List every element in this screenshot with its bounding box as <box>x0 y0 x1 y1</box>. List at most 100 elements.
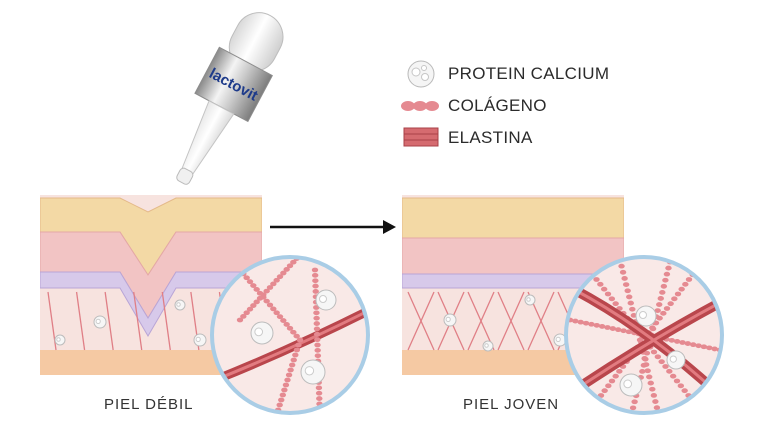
dropper-icon: lactovit <box>176 12 284 185</box>
collagen-bead <box>659 289 666 295</box>
protein-calcium-bubble-detail <box>669 355 677 363</box>
collagen-bead <box>627 300 634 306</box>
collagen-bead <box>270 306 277 312</box>
collagen-bead <box>646 374 653 380</box>
collagen-bead <box>619 269 627 275</box>
collagen-bead <box>640 362 648 368</box>
collagen-bead <box>612 373 619 379</box>
protein-calcium-bubble-detail <box>319 295 327 303</box>
collagen-bead <box>290 357 297 363</box>
collagen-fiber <box>407 291 435 351</box>
collagen-bead <box>243 275 250 281</box>
collagen-bead <box>577 319 584 325</box>
collagen-bead <box>624 288 631 294</box>
young-skin-caption: PIEL JOVEN <box>463 396 560 413</box>
collagen-bead <box>706 345 713 351</box>
legend-protein-calcium-label: PROTEIN CALCIUM <box>448 64 610 83</box>
collagen-bead <box>657 296 664 301</box>
collagen-fiber <box>497 291 525 351</box>
collagen-bead <box>696 407 704 413</box>
collagen-bead <box>669 373 677 379</box>
collagen-bead <box>649 386 656 392</box>
collagen-bead <box>693 267 700 273</box>
collagen-bead <box>678 286 685 292</box>
collagen-bead <box>313 331 321 337</box>
collagen-bead <box>593 277 600 282</box>
collagen-bead <box>293 333 300 339</box>
collagen-bead <box>284 377 291 383</box>
collagen-bead <box>250 303 257 308</box>
protein-calcium-bubble-detail <box>526 297 531 302</box>
collagen-bead <box>283 267 290 272</box>
collagen-bead <box>240 313 247 319</box>
collagen-bead <box>654 308 661 314</box>
collagen-bead <box>256 295 264 301</box>
collagen-bead <box>313 310 320 316</box>
collagen-bead <box>285 372 293 378</box>
collagen-bead <box>590 402 597 408</box>
weak-skin-zoom <box>210 255 370 415</box>
collagen-bead <box>604 325 611 330</box>
collagen-bead <box>681 388 688 394</box>
collagen-bead <box>652 399 659 404</box>
collagen-bead <box>608 378 616 384</box>
collagen-bead <box>276 402 283 408</box>
collagen-bead <box>615 327 622 333</box>
collagen-bead <box>657 418 663 422</box>
protein-calcium-bubble-detail <box>254 327 264 337</box>
protein-calcium-bubble-detail <box>623 379 633 389</box>
collagen-bead <box>311 267 319 273</box>
collagen-fiber <box>133 291 143 351</box>
collagen-bead <box>658 359 665 365</box>
protein-calcium-bubble-detail <box>484 343 489 348</box>
collagen-bead <box>273 310 280 316</box>
weak-skin-caption: PIEL DÉBIL <box>104 396 194 413</box>
collagen-bead <box>283 322 290 327</box>
collagen-bead <box>243 310 250 316</box>
collagen-bead <box>663 306 671 311</box>
arrow-right-icon <box>270 220 396 234</box>
collagen-bead <box>684 341 692 346</box>
collagen-bead <box>673 339 681 344</box>
young-skin-zoom <box>564 255 724 422</box>
collagen-bead <box>644 368 651 374</box>
collagen-bead <box>671 296 678 302</box>
collagen-bead <box>588 321 595 327</box>
collagen-bead <box>665 265 672 271</box>
collagen-bead <box>276 314 284 320</box>
collagen-bead <box>597 281 604 287</box>
collagen-bead <box>593 322 600 328</box>
collagen-bead <box>620 328 627 334</box>
legend-colageno-label: COLÁGENO <box>448 96 547 115</box>
collagen-bead <box>246 306 254 312</box>
collagen-bead <box>626 294 633 300</box>
collagen-bead <box>616 368 623 374</box>
collagen-bead <box>311 272 319 278</box>
collagen-bead <box>650 349 658 355</box>
collagen-bead <box>609 326 617 331</box>
collagen-bead <box>660 283 668 289</box>
collagen-bead <box>674 291 682 297</box>
collagen-bead <box>666 368 673 374</box>
collagen-bead <box>627 418 633 422</box>
collagen-bead <box>276 274 284 280</box>
collagen-bead <box>312 278 319 284</box>
collagen-fiber <box>161 291 171 351</box>
collagen-bead <box>292 352 299 358</box>
collagen-bead <box>266 302 274 308</box>
collagen-bead <box>647 380 654 386</box>
collagen-bead <box>290 329 297 335</box>
collagen-bead <box>667 301 674 307</box>
collagen-bead <box>313 315 320 321</box>
collagen-bead <box>281 387 288 393</box>
collagen-bead <box>662 364 669 369</box>
collagen-bead <box>312 283 319 289</box>
collagen-bead <box>263 288 270 294</box>
collagen-bead <box>293 347 301 353</box>
collagen-bead <box>639 368 646 374</box>
protein-calcium-bubble-detail <box>176 302 181 307</box>
collagen-bead <box>656 302 663 307</box>
collagen-bead <box>618 263 625 269</box>
collagen-bead <box>314 353 322 359</box>
